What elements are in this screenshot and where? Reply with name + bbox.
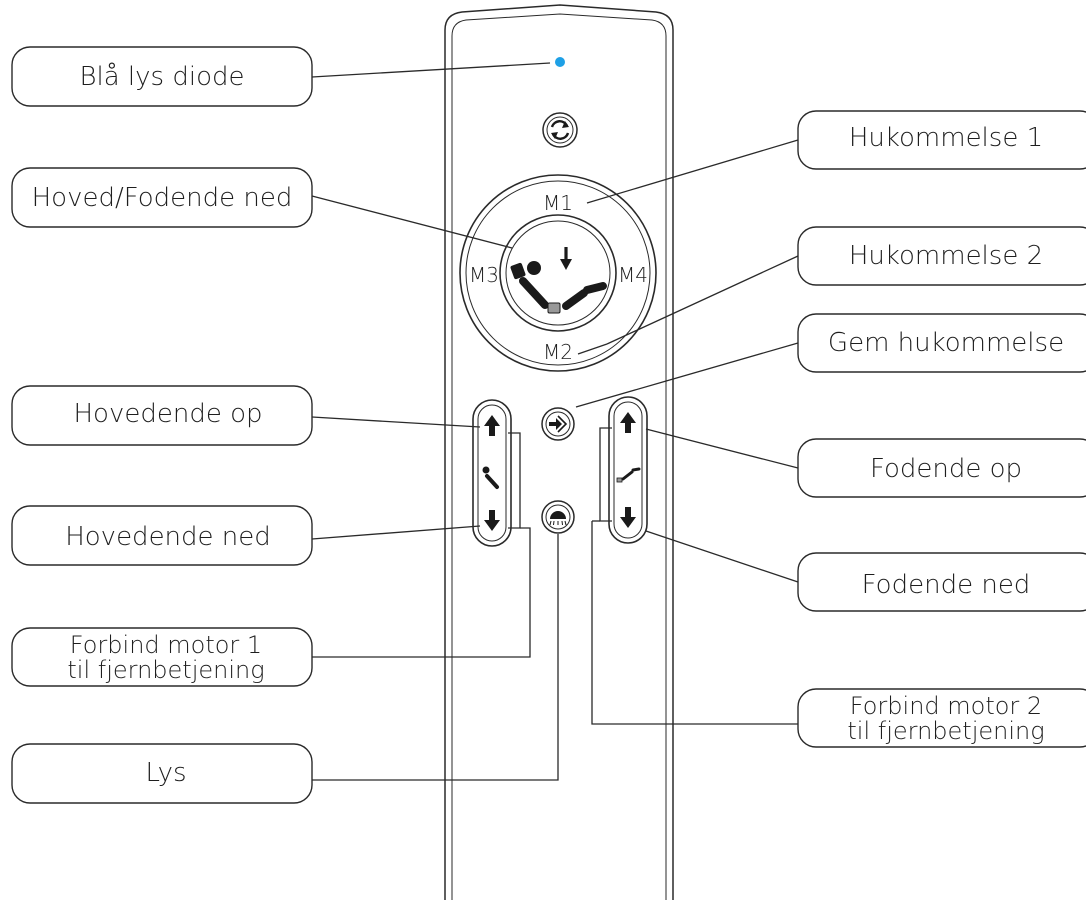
callout-light-text: Lys: [145, 758, 186, 788]
callout-foot-up: Fodende op: [797, 438, 1086, 498]
save-memory-button[interactable]: [541, 407, 575, 441]
callout-memory-1: Hukommelse 1: [797, 110, 1086, 170]
blue-led: [555, 57, 565, 67]
pair-bracket-1: [312, 432, 531, 658]
bed-position-icon: [510, 247, 607, 314]
light-icon: [549, 511, 567, 526]
callout-light: Lys: [11, 743, 313, 804]
callout-head-foot-down: Hoved/Fodende ned: [11, 167, 313, 228]
callout-head-up-text: Hovedende op: [74, 399, 263, 429]
callout-head-foot-down-text: Hoved/Fodende ned: [32, 183, 293, 213]
m2-label[interactable]: M2: [543, 340, 573, 364]
callout-head-down-text: Hovedende ned: [65, 522, 271, 552]
callout-pair-motor-1-line2: til fjernbetjening: [67, 656, 264, 684]
callout-foot-up-text: Fodende op: [870, 454, 1022, 484]
foot-icon: [616, 467, 641, 483]
callout-led-text: Blå lys diode: [79, 61, 244, 92]
arrow-down-icon: [484, 510, 500, 531]
callout-save-memory: Gem hukommelse: [797, 313, 1086, 373]
leader-lines: [311, 62, 799, 781]
foot-up-button[interactable]: [620, 412, 636, 433]
callout-memory-2: Hukommelse 2: [797, 226, 1086, 286]
sync-icon: [550, 120, 570, 140]
head-up-button[interactable]: [484, 415, 500, 436]
callout-pair-motor-1-line1: Forbind motor 1: [70, 631, 262, 659]
light-button[interactable]: [541, 500, 575, 534]
arrow-up-icon: [484, 415, 500, 436]
m4-label[interactable]: M4: [618, 263, 648, 287]
m3-label[interactable]: M3: [469, 263, 499, 287]
sync-button[interactable]: [542, 112, 578, 148]
callout-memory-1-text: Hukommelse 1: [849, 123, 1043, 153]
callout-pair-motor-1: Forbind motor 1 til fjernbetjening: [11, 627, 313, 687]
head-down-button[interactable]: [484, 510, 500, 531]
callout-pair-motor-2-line1: Forbind motor 2: [850, 692, 1042, 720]
foot-down-button[interactable]: [620, 507, 636, 528]
callout-led: Blå lys diode: [11, 46, 313, 107]
callout-foot-down-text: Fodende ned: [862, 570, 1031, 600]
save-memory-icon: [549, 415, 568, 433]
callout-head-down: Hovedende ned: [11, 505, 313, 566]
head-rocker: [472, 399, 512, 547]
arrow-up-icon: [620, 412, 636, 433]
callout-pair-motor-2-line2: til fjernbetjening: [847, 717, 1044, 745]
callout-pair-motor-2: Forbind motor 2 til fjernbetjening: [797, 688, 1086, 748]
callout-head-up: Hovedende op: [11, 385, 313, 446]
memory-dial: M1 M2 M3 M4: [459, 174, 657, 372]
callout-memory-2-text: Hukommelse 2: [849, 241, 1043, 271]
head-icon: [482, 466, 499, 489]
pair-bracket-2: [591, 427, 798, 725]
callout-save-memory-text: Gem hukommelse: [828, 328, 1064, 358]
m1-label[interactable]: M1: [543, 191, 573, 215]
arrow-down-icon: [620, 507, 636, 528]
foot-rocker: [608, 396, 648, 544]
callout-foot-down: Fodende ned: [797, 552, 1086, 612]
